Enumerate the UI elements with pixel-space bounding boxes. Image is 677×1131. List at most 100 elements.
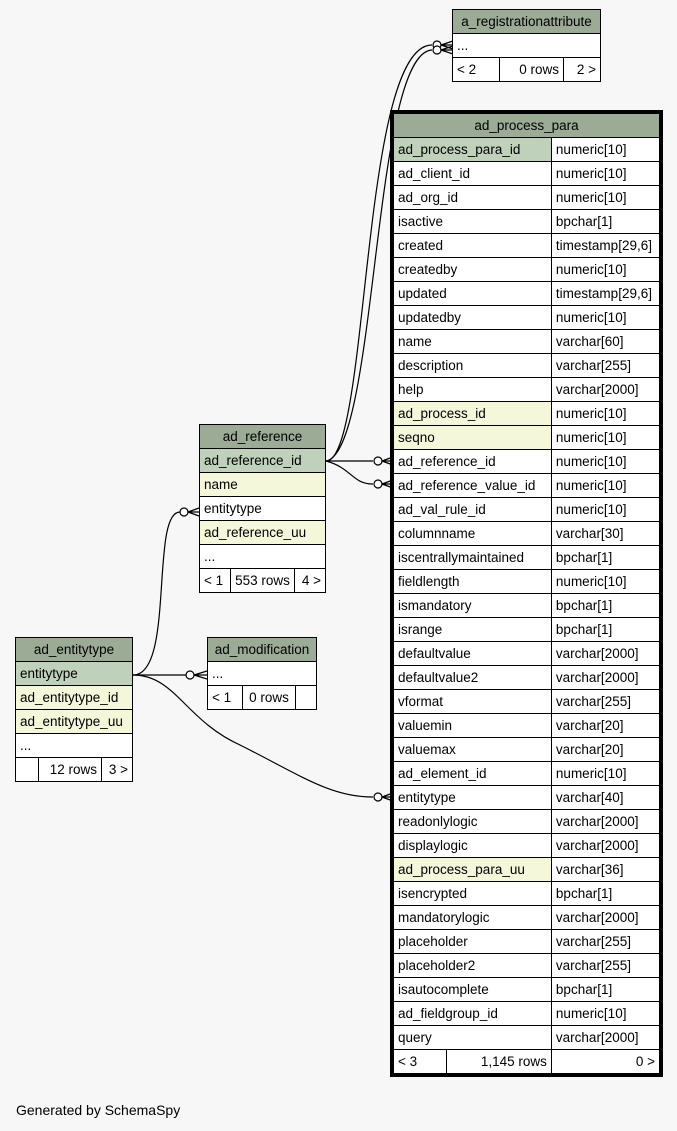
column-name[interactable]: ad_reference_uu [199, 520, 326, 545]
column-name[interactable]: ... [15, 733, 133, 758]
column-name[interactable]: isactive [393, 209, 552, 234]
column-name[interactable]: placeholder2 [393, 953, 552, 978]
table-title[interactable]: ad_modification [207, 637, 317, 662]
table-ad-modification[interactable]: ad_modification ... < 1 0 rows [207, 637, 317, 710]
children-link[interactable]: 0 > [550, 1049, 661, 1074]
column-name[interactable]: created [393, 233, 552, 258]
column-name[interactable]: placeholder [393, 929, 552, 954]
children-link[interactable]: 4 > [293, 568, 327, 593]
column-name[interactable]: seqno [393, 425, 552, 450]
parents-link[interactable] [15, 757, 39, 782]
column-name[interactable]: readonlylogic [393, 809, 552, 834]
column-name[interactable]: createdby [393, 257, 552, 282]
parents-link[interactable]: < 2 [452, 57, 500, 82]
column-name[interactable]: updatedby [393, 305, 552, 330]
column-name[interactable]: isrange [393, 617, 552, 642]
column-name[interactable]: ad_reference_value_id [393, 473, 552, 498]
column-name[interactable]: fieldlength [393, 569, 552, 594]
column-name[interactable]: entitytype [393, 785, 552, 810]
column-name[interactable]: mandatorylogic [393, 905, 552, 930]
column-name[interactable]: ad_process_id [393, 401, 552, 426]
table-title[interactable]: a_registrationattribute [452, 9, 601, 34]
table-a-registrationattribute[interactable]: a_registrationattribute ... < 2 0 rows 2… [452, 9, 601, 82]
column-name[interactable]: ad_fieldgroup_id [393, 1001, 552, 1026]
column-name[interactable]: columnname [393, 521, 552, 546]
column-name[interactable]: iscentrallymaintained [393, 545, 552, 570]
column-name[interactable]: ismandatory [393, 593, 552, 618]
column-name[interactable]: ad_reference_id [393, 449, 552, 474]
column-name[interactable]: ... [199, 544, 326, 569]
column-name[interactable]: ad_entitytype_id [15, 685, 133, 710]
column-name[interactable]: vformat [393, 689, 552, 714]
column-name[interactable]: entitytype [199, 496, 326, 521]
column-name[interactable]: ad_entitytype_uu [15, 709, 133, 734]
column-name[interactable]: name [393, 329, 552, 354]
column-name[interactable]: ad_client_id [393, 161, 552, 186]
column-name[interactable]: isencrypted [393, 881, 552, 906]
column-name[interactable]: entitytype [15, 661, 133, 686]
column-name[interactable]: ad_reference_id [199, 448, 326, 473]
column-name[interactable]: valuemin [393, 713, 552, 738]
column-name[interactable]: displaylogic [393, 833, 552, 858]
children-link[interactable] [295, 685, 317, 710]
children-link[interactable]: 3 > [101, 757, 133, 782]
column-name[interactable]: updated [393, 281, 552, 306]
column-name[interactable]: valuemax [393, 737, 552, 762]
children-link[interactable]: 2 > [563, 57, 601, 82]
column-name[interactable]: name [199, 472, 326, 497]
column-name[interactable]: help [393, 377, 552, 402]
column-name[interactable]: defaultvalue [393, 641, 552, 666]
column-name[interactable]: defaultvalue2 [393, 665, 552, 690]
column-name[interactable]: ad_element_id [393, 761, 552, 786]
parents-link[interactable]: < 1 [207, 685, 243, 710]
column-name[interactable]: query [393, 1025, 552, 1050]
column-name[interactable]: ad_process_para_id [393, 137, 552, 162]
table-title[interactable]: ad_entitytype [15, 637, 133, 662]
column-name[interactable]: ad_process_para_uu [393, 857, 552, 882]
column-name[interactable]: ad_val_rule_id [393, 497, 552, 522]
parents-link[interactable]: < 1 [198, 568, 232, 593]
parents-link[interactable]: < 3 [393, 1049, 447, 1074]
column-name[interactable]: isautocomplete [393, 977, 552, 1002]
table-title[interactable]: ad_process_para [393, 113, 660, 138]
column-name[interactable]: description [393, 353, 552, 378]
